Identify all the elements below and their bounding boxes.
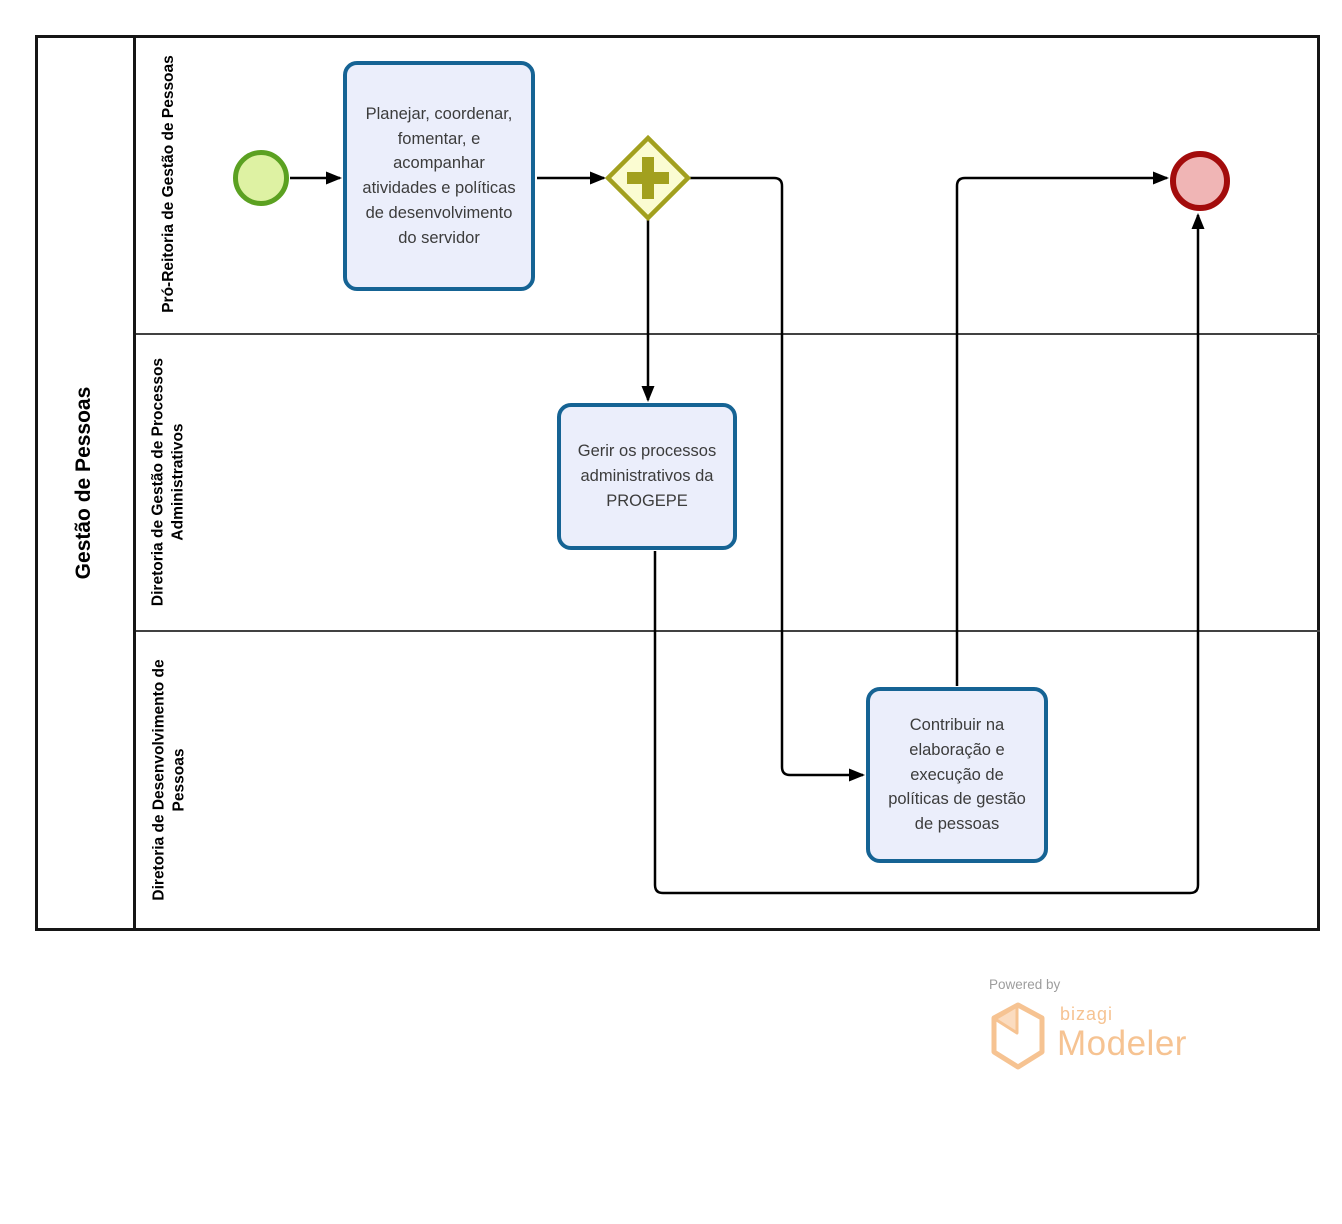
task-planejar[interactable]: Planejar, coordenar, fomentar, e acompan…: [343, 61, 535, 291]
powered-by-text: Powered by: [989, 977, 1061, 992]
flow-task-contribuir-to-end: [955, 171, 1169, 686]
task-gerir[interactable]: Gerir os processos administrativos da PR…: [557, 403, 737, 550]
task-gerir-label: Gerir os processos administrativos da PR…: [577, 442, 717, 510]
start-event[interactable]: [233, 150, 289, 206]
lane-divider-1: [136, 333, 1320, 335]
flow-gateway-to-task-contribuir: [690, 176, 865, 782]
task-planejar-label: Planejar, coordenar, fomentar, e acompan…: [362, 104, 516, 247]
pool-header-divider: [133, 35, 136, 931]
parallel-gateway[interactable]: [603, 133, 693, 223]
parallel-plus-icon: [627, 157, 669, 199]
pool-outline: [35, 35, 1320, 931]
hexagon-fold: [993, 1004, 1019, 1035]
bizagi-brand-text: bizagi: [1060, 1004, 1114, 1024]
lane-divider-2: [136, 630, 1320, 632]
task-contribuir[interactable]: Contribuir na elaboração e execução de p…: [866, 687, 1048, 863]
flow-task-gerir-to-end: [653, 213, 1205, 895]
modeler-product-text: Modeler: [1057, 1024, 1187, 1063]
bizagi-hexagon-icon: [991, 1002, 1045, 1070]
task-contribuir-label: Contribuir na elaboração e execução de p…: [888, 716, 1026, 834]
end-event[interactable]: [1170, 151, 1230, 211]
